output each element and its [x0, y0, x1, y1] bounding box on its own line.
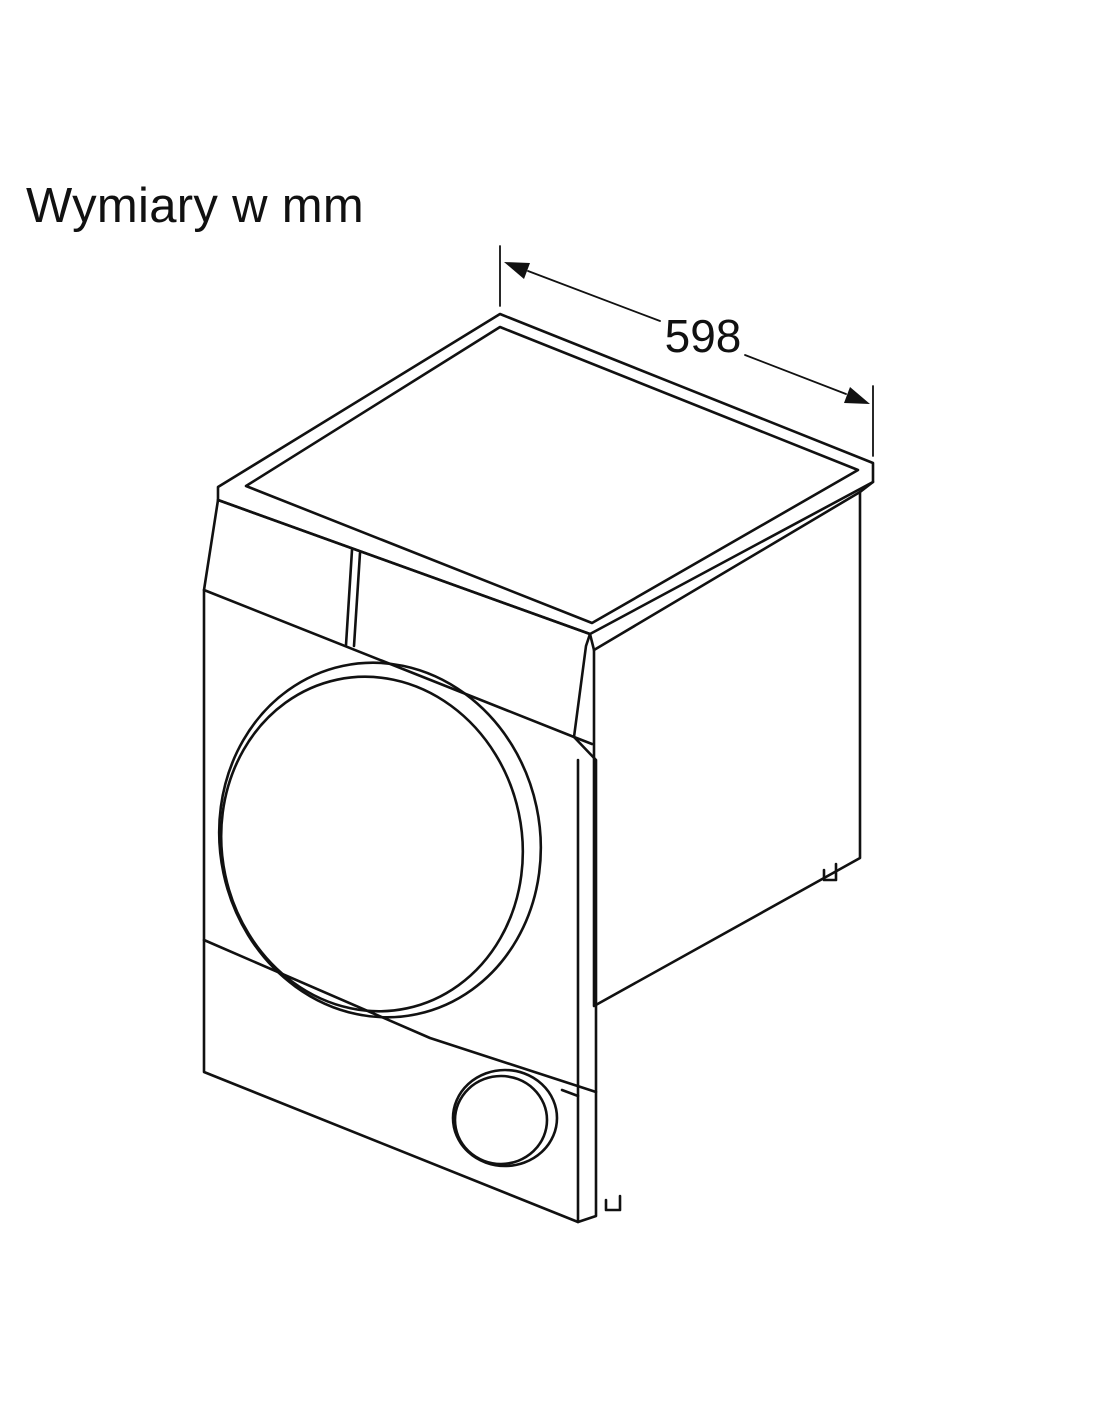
dryer-appliance-icon: [202, 312, 875, 1224]
dimensions-caption: Wymiary w mm: [26, 179, 364, 233]
width-dimension-value: 598: [665, 310, 742, 362]
width-dimension: 598: [499, 245, 874, 457]
door-glass: [219, 675, 525, 1013]
front-panel: [202, 588, 598, 1224]
control-panel: [202, 498, 592, 739]
dimension-arrow-icon: [504, 262, 870, 404]
foot-back: [822, 862, 838, 882]
filter-hatch: [451, 1068, 559, 1168]
display-divider: [344, 548, 354, 647]
foot-front: [604, 1194, 622, 1212]
door-outer-ring: [217, 661, 543, 1019]
side-panel: [588, 480, 875, 1008]
top-recess: [244, 325, 860, 625]
top-panel: [216, 312, 875, 636]
